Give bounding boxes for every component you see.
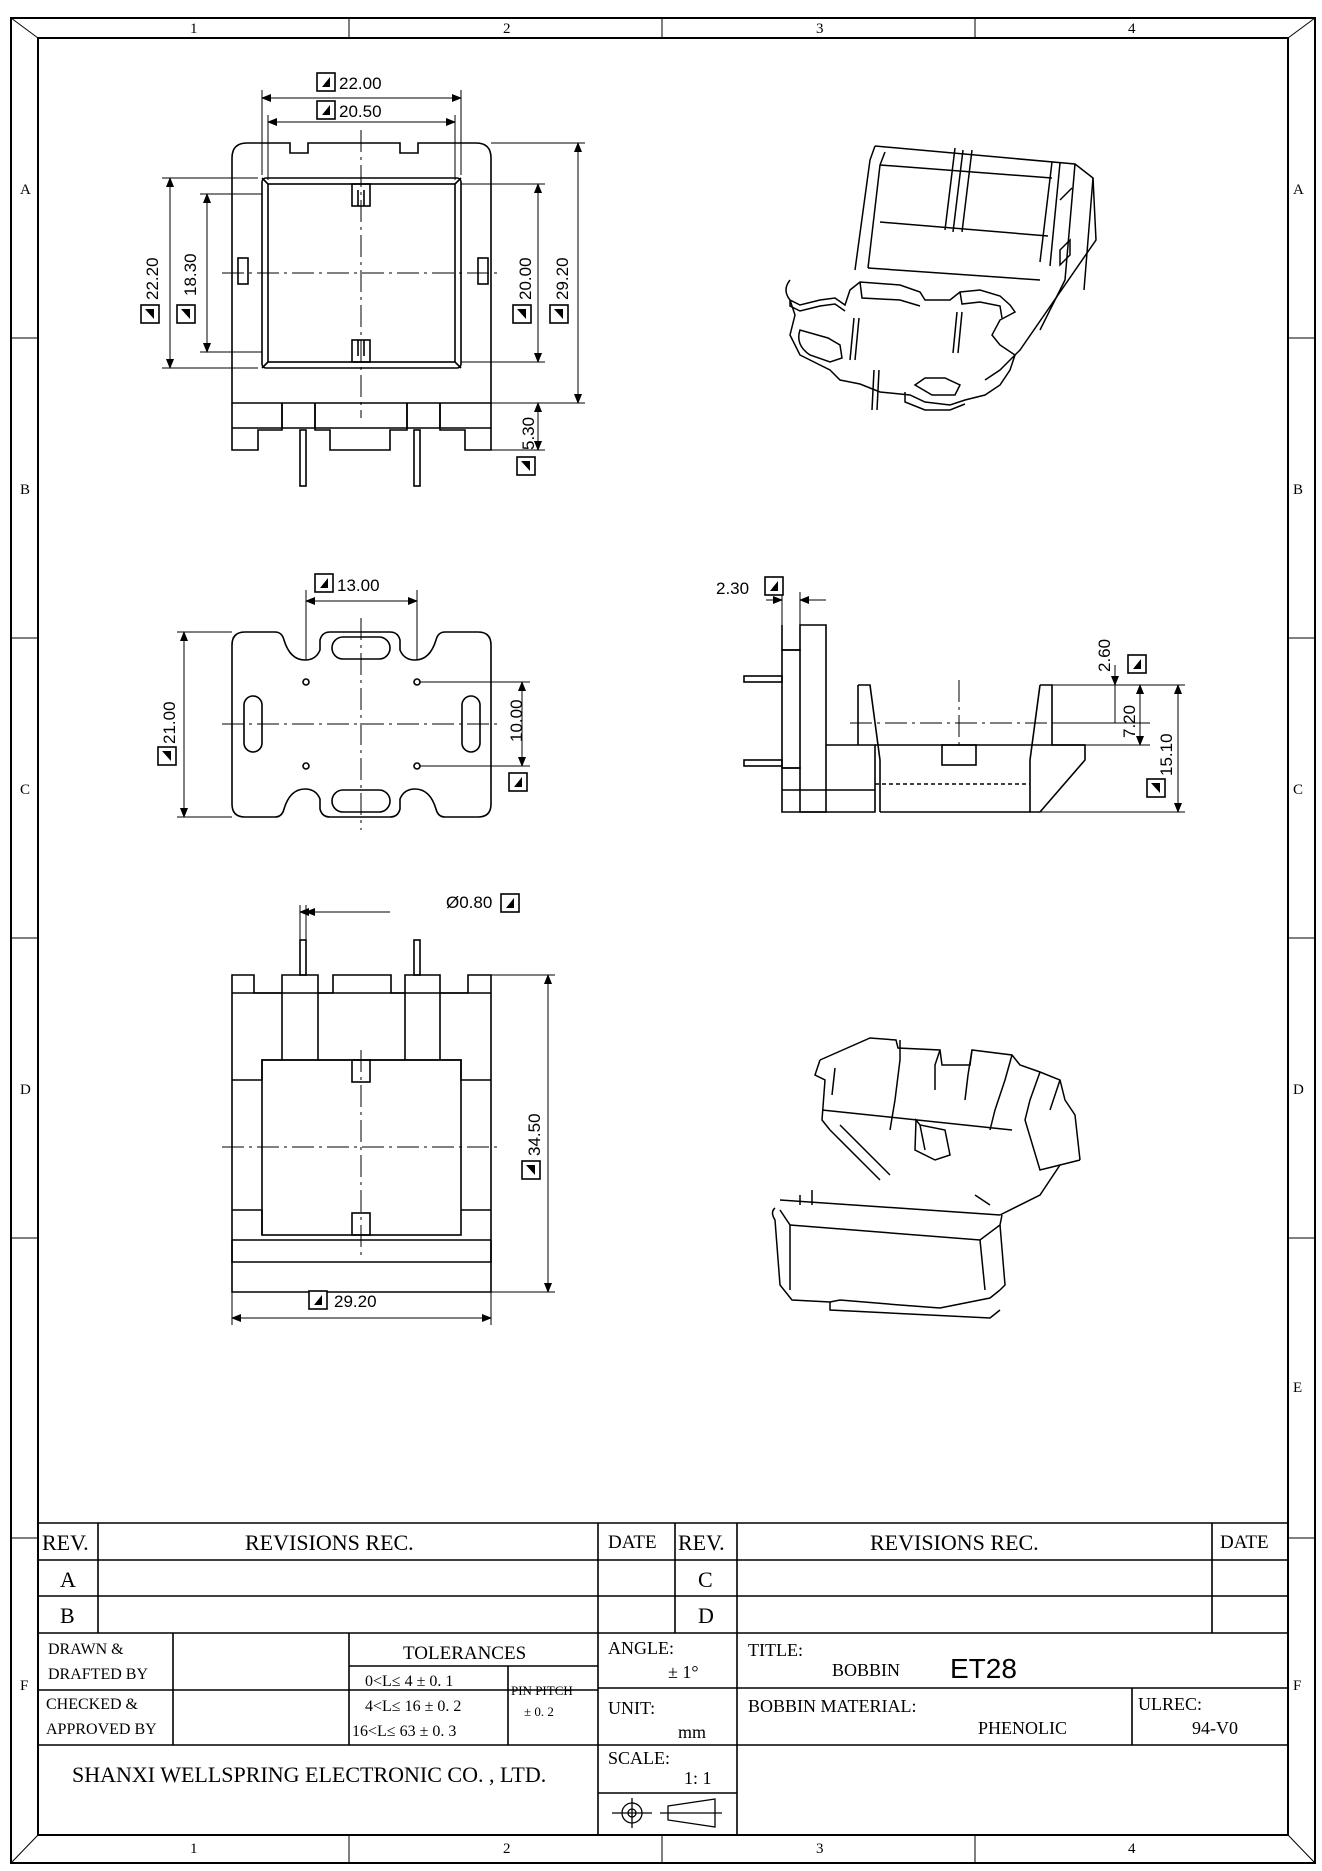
dim-side-h3: 15.10 [1157,733,1176,776]
projection-symbol [612,1798,722,1828]
column-label-3-bottom: 3 [816,1841,824,1857]
revisions-header-left: REVISIONS REC. [245,1530,414,1555]
tolerance-row-1: 0<L≤ 4 ± 0. 1 [365,1673,453,1690]
part-number: ET28 [950,1653,1017,1684]
top-view: 22.00 20.50 22.20 18.30 20.00 29.20 5.30 [140,72,585,487]
dim-bottom-pin-spacing: 10.00 [507,699,526,742]
rev-row-b: B [60,1603,75,1628]
company-name: SHANXI WELLSPRING ELECTRONIC CO. , LTD. [72,1762,546,1787]
unit-value: mm [678,1722,706,1742]
isometric-view-top [785,145,1097,411]
dim-top-height-right-inner: 20.00 [516,257,535,300]
title-label: TITLE: [748,1640,803,1660]
dim-front-height: 34.50 [525,1113,544,1156]
title-block: REV. REVISIONS REC. REV. REVISIONS REC. … [38,1522,1288,1835]
dim-front-width: 29.20 [334,1292,377,1311]
title-bobbin: BOBBIN [832,1660,900,1680]
date-header-right: DATE [1220,1532,1269,1553]
checked-label: CHECKED & [46,1696,139,1713]
scale-value: 1: 1 [684,1768,712,1788]
column-label-1: 1 [190,21,198,37]
row-label-b: B [20,482,30,498]
isometric-view-bottom [771,1037,1081,1319]
rev-row-a: A [60,1567,76,1592]
row-label-a: A [20,182,31,198]
dim-side-flange: 2.30 [716,579,749,598]
drawing-frame [10,17,1316,1864]
unit-label: UNIT: [608,1698,655,1718]
angle-value: ± 1° [668,1662,699,1682]
dim-top-height-right-outer: 29.20 [553,257,572,300]
ulrec-value: 94-V0 [1192,1718,1238,1738]
rev-header-left: REV. [42,1530,89,1555]
row-label-a-right: A [1293,182,1304,198]
tolerances-label: TOLERANCES [403,1643,526,1664]
dim-top-height-left-inner: 18.30 [181,253,200,296]
side-view: 2.30 2.60 7.20 15.10 [716,576,1185,813]
row-label-b-right: B [1293,482,1303,498]
dim-bottom-height: 21.00 [160,701,179,744]
row-label-d: D [20,1082,31,1098]
column-label-1-bottom: 1 [190,1841,198,1857]
row-label-f-right: F [1293,1678,1301,1694]
column-label-4: 4 [1128,21,1136,37]
dim-top-height-left-outer: 22.20 [143,257,162,300]
tolerance-row-2: 4<L≤ 16 ± 0. 2 [365,1698,461,1715]
row-label-c: C [20,782,30,798]
drawn-label: DRAWN & [48,1641,124,1658]
row-label-d-right: D [1293,1082,1304,1098]
tolerance-row-3: 16<L≤ 63 ± 0. 3 [352,1723,456,1740]
column-label-4-bottom: 4 [1128,1841,1136,1857]
material-value: PHENOLIC [978,1718,1067,1738]
bottom-view: 13.00 21.00 10.00 [157,573,530,830]
date-header-left: DATE [608,1532,657,1553]
column-label-3: 3 [816,21,824,37]
row-label-f: F [20,1678,28,1694]
dim-bottom-slot-spacing: 13.00 [337,576,380,595]
row-label-e-right: E [1293,1380,1302,1396]
pin-pitch-label: PIN PITCH [511,1683,573,1698]
dim-top-width-outer: 22.00 [339,74,382,93]
column-label-2-bottom: 2 [503,1841,511,1857]
approved-label: APPROVED BY [46,1721,157,1738]
front-view: Ø0.80 34.50 29.20 [222,893,555,1325]
frame-zone-labels: 1 2 3 4 1 2 3 4 A B C D F A B C D E F [20,21,1304,1857]
column-label-2: 2 [503,21,511,37]
pin-pitch-value: ± 0. 2 [524,1704,554,1719]
dim-pin-diameter: Ø0.80 [446,893,492,912]
row-label-c-right: C [1293,782,1303,798]
drafted-label: DRAFTED BY [48,1666,148,1683]
rev-row-c: C [698,1567,713,1592]
dim-top-pin-length: 5.30 [519,417,538,450]
rev-row-d: D [698,1603,714,1628]
dim-side-h2: 7.20 [1120,705,1139,738]
ulrec-label: ULREC: [1138,1694,1202,1714]
scale-label: SCALE: [608,1748,670,1768]
angle-label: ANGLE: [608,1638,674,1658]
dim-side-h1: 2.60 [1095,639,1114,672]
rev-header-right: REV. [678,1530,725,1555]
material-label: BOBBIN MATERIAL: [748,1696,917,1716]
revisions-header-right: REVISIONS REC. [870,1530,1039,1555]
dim-top-width-inner: 20.50 [339,102,382,121]
